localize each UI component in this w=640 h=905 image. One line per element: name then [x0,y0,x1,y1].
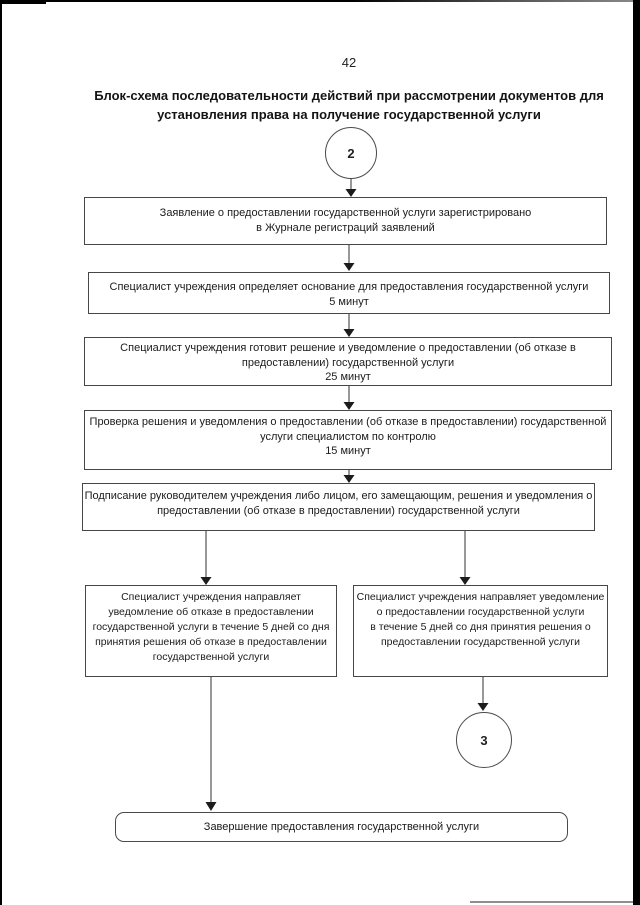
top-scan-edge-thick [0,0,46,4]
bottom-scan-edge [470,901,633,903]
step-application-registered: Заявление о предоставлении государственн… [84,197,607,245]
connector-arrowhead [205,802,217,811]
step-determine-basis: Специалист учреждения определяет основан… [88,272,610,314]
connector-arrowhead [459,577,471,585]
exit-connector-label: 3 [480,732,488,748]
entry-connector-circle: 2 [325,127,377,179]
connector-arrowhead [343,263,355,271]
connector-arrowhead [477,703,489,711]
end-node: Завершение предоставления государственно… [115,812,568,842]
step-control-check: Проверка решения и уведомления о предост… [84,410,612,470]
left-scan-edge [0,0,2,905]
branch-approval-notice: Специалист учреждения направляет уведомл… [353,585,608,677]
connector-arrowhead [343,402,355,410]
right-scan-edge [633,0,640,905]
connector-arrowhead [343,329,355,337]
branch-refusal-notice: Специалист учреждения направляет уведомл… [85,585,337,677]
page-number: 42 [341,55,357,70]
flowchart-title: Блок-схема последовательности действий п… [94,88,604,122]
entry-connector-label: 2 [347,145,355,161]
step-prepare-decision: Специалист учреждения готовит решение и … [84,337,612,386]
connector-arrowhead [343,475,355,483]
connector-arrowhead [345,189,357,197]
step-signing: Подписание руководителем учреждения либо… [82,483,595,531]
exit-connector-circle: 3 [456,712,512,768]
top-scan-edge [0,0,640,2]
connector-arrowhead [200,577,212,585]
